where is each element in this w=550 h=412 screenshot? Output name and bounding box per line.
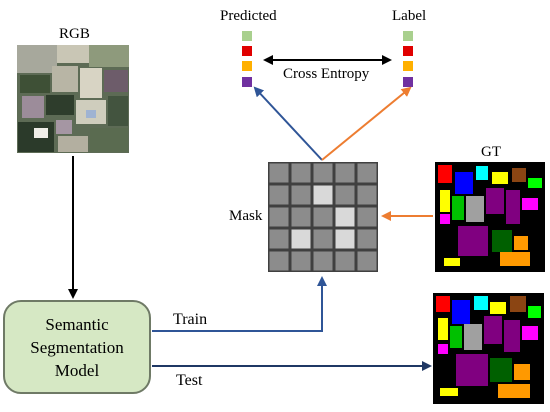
label-label: Label xyxy=(392,8,427,24)
mask-cell xyxy=(269,251,289,271)
mask-grid xyxy=(268,162,378,272)
mask-cell xyxy=(291,185,311,205)
segmentation-model-box: Semantic Segmentation Model xyxy=(3,300,151,394)
mask-cell xyxy=(357,163,377,183)
predicted-swatch-4 xyxy=(242,77,252,87)
mask-cell xyxy=(291,207,311,227)
label-swatch-1 xyxy=(403,31,413,41)
label-swatch-2 xyxy=(403,46,413,56)
model-line-3: Model xyxy=(54,360,100,380)
mask-cell xyxy=(269,185,289,205)
mask-cell xyxy=(357,229,377,249)
label-legend xyxy=(403,31,413,87)
mask-cell xyxy=(335,207,355,227)
model-line-2: Segmentation xyxy=(30,337,124,357)
mask-cell xyxy=(357,251,377,271)
output-map xyxy=(433,293,544,404)
mask-cell xyxy=(291,251,311,271)
train-label: Train xyxy=(173,311,208,328)
mask-cell xyxy=(335,251,355,271)
mask-cell xyxy=(313,163,333,183)
cross-entropy-label: Cross Entropy xyxy=(283,66,370,82)
mask-cell xyxy=(335,185,355,205)
model-line-1: Semantic xyxy=(45,314,109,334)
mask-cell xyxy=(269,163,289,183)
mask-cell xyxy=(269,207,289,227)
mask-cell xyxy=(291,163,311,183)
predicted-swatch-1 xyxy=(242,31,252,41)
mask-cell xyxy=(335,163,355,183)
gt-map xyxy=(435,162,545,272)
predicted-swatch-3 xyxy=(242,61,252,71)
mask-cell xyxy=(313,185,333,205)
predicted-legend xyxy=(242,31,252,87)
rgb-image xyxy=(17,45,129,153)
train-arrow xyxy=(152,276,327,332)
test-label: Test xyxy=(176,372,203,389)
mask-cell xyxy=(313,229,333,249)
mask-to-label-arrow xyxy=(321,86,412,161)
label-swatch-3 xyxy=(403,61,413,71)
mask-cell xyxy=(269,229,289,249)
gt-label: GT xyxy=(481,144,501,160)
mask-cell xyxy=(313,207,333,227)
mask-cell xyxy=(335,229,355,249)
mask-to-predicted-arrow xyxy=(253,86,323,161)
mask-cell xyxy=(291,229,311,249)
predicted-label: Predicted xyxy=(220,8,277,24)
rgb-label: RGB xyxy=(59,26,90,42)
mask-cell xyxy=(357,185,377,205)
label-swatch-4 xyxy=(403,77,413,87)
mask-cell xyxy=(357,207,377,227)
predicted-swatch-2 xyxy=(242,46,252,56)
mask-cell xyxy=(313,251,333,271)
mask-label: Mask xyxy=(229,208,263,224)
